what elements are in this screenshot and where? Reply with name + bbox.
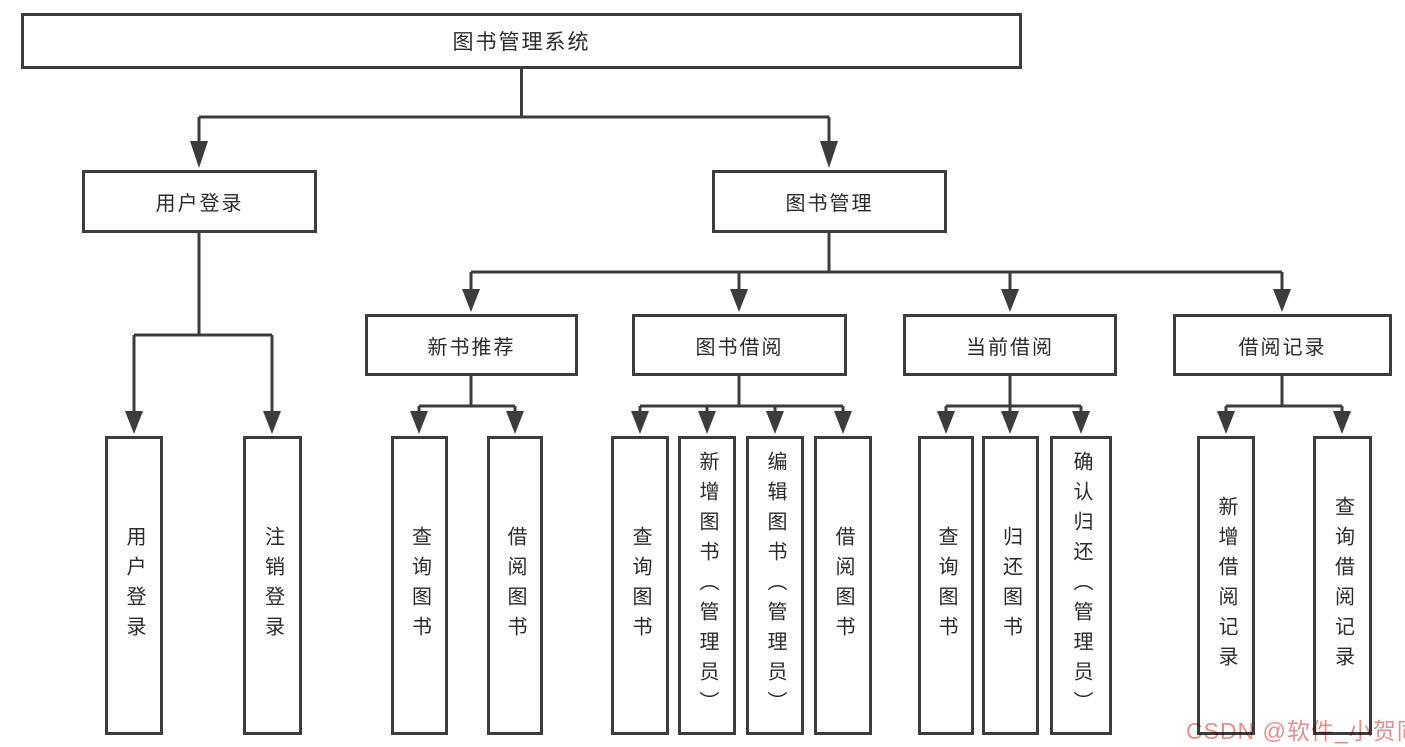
leaf-label: 借阅图书 <box>832 525 854 646</box>
leaf-label: 查询图书 <box>935 525 957 646</box>
node-book-borrow: 图书借阅 <box>632 314 847 376</box>
node-leaf-query-borrow-record: 查询借阅记录 <box>1313 436 1372 735</box>
node-root: 图书管理系统 <box>21 13 1022 69</box>
node-leaf-edit-book-admin: 编辑图书（管理员） <box>746 436 804 735</box>
leaf-label: 用户登录 <box>123 525 145 646</box>
leaf-label: 归还图书 <box>999 525 1022 646</box>
leaf-label: 借阅图书 <box>504 525 526 646</box>
leaf-label: 确认归还（管理员） <box>1070 450 1092 721</box>
node-current-borrow: 当前借阅 <box>903 314 1117 376</box>
node-leaf-query-book-1: 查询图书 <box>391 436 448 735</box>
leaf-label: 查询图书 <box>408 525 431 646</box>
leaf-label: 新增图书（管理员） <box>696 450 718 721</box>
node-new-book-recommend: 新书推荐 <box>365 314 578 376</box>
node-leaf-borrow-book-2: 借阅图书 <box>814 436 872 735</box>
leaf-label: 编辑图书（管理员） <box>764 450 786 721</box>
arrowheads <box>125 141 1351 434</box>
node-leaf-borrow-book-1: 借阅图书 <box>487 436 543 735</box>
node-leaf-add-borrow-record: 新增借阅记录 <box>1197 436 1255 735</box>
node-leaf-query-book-3: 查询图书 <box>918 436 974 735</box>
node-leaf-confirm-return-admin: 确认归还（管理员） <box>1050 436 1112 735</box>
leaf-label: 查询借阅记录 <box>1331 495 1354 676</box>
node-leaf-logout: 注销登录 <box>243 436 302 735</box>
node-leaf-query-book-2: 查询图书 <box>611 436 669 735</box>
leaf-label: 新增借阅记录 <box>1215 495 1237 676</box>
leaf-label: 查询图书 <box>629 525 651 646</box>
csdn-watermark: CSDN @软件_小贺同学 <box>1186 718 1405 744</box>
node-leaf-add-book-admin: 新增图书（管理员） <box>678 436 736 735</box>
leaf-label: 注销登录 <box>261 525 284 646</box>
node-borrow-records: 借阅记录 <box>1173 314 1392 376</box>
node-user-login: 用户登录 <box>82 170 317 233</box>
node-leaf-return-book: 归还图书 <box>982 436 1039 735</box>
node-book-management: 图书管理 <box>712 170 947 233</box>
node-leaf-user-login: 用户登录 <box>105 436 163 735</box>
